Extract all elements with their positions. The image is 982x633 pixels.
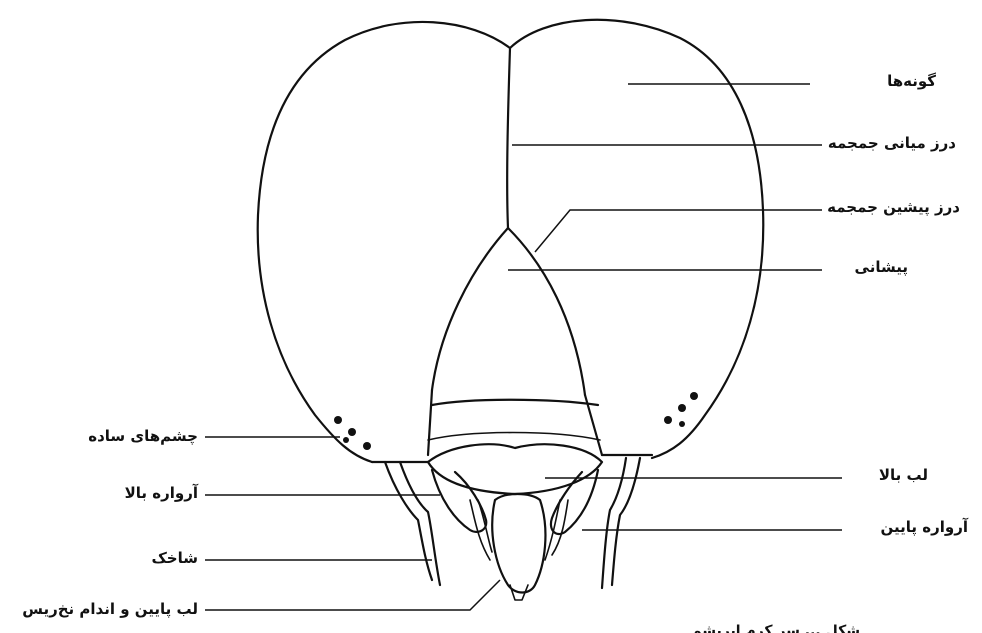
label-labrum: لب بالا: [848, 466, 928, 484]
leader-labium: [205, 580, 500, 610]
label-labium: لب پایین و اندام نخ‌ریس: [4, 600, 198, 618]
label-epicranial-suture: درز میانی جمجمه: [828, 134, 956, 152]
ocellus-right-2: [678, 404, 686, 412]
epicranial-suture-line: [507, 48, 510, 228]
ocellus-left-1: [334, 416, 342, 424]
label-frons: پیشانی: [828, 258, 908, 276]
label-cheeks: گونه‌ها: [826, 72, 936, 90]
ocellus-left-2: [348, 428, 356, 436]
ocellus-left-3: [363, 442, 371, 450]
clypeus-upper-arc: [432, 400, 598, 405]
clypeus-lower-arc: [428, 433, 600, 441]
labrum-outline: [428, 444, 602, 494]
leader-frontal-suture: [535, 210, 822, 252]
antenna-left: [385, 462, 440, 585]
labium-outline: [492, 494, 545, 593]
label-ocelli: چشم‌های ساده: [68, 427, 198, 445]
head-capsule-left-lobe: [258, 22, 510, 462]
head-capsule-right-lobe: [510, 20, 763, 458]
frons-outline: [432, 228, 585, 395]
ocellus-left-4: [343, 437, 349, 443]
ocellus-right-1: [664, 416, 672, 424]
label-frontal-suture: درز پیشین جمجمه: [826, 198, 960, 216]
label-maxilla: آرواره پایین: [848, 518, 968, 536]
figure-caption-partial: شکل ... سر کرم ابریشم: [610, 622, 860, 633]
label-mandible: آرواره بالا: [68, 484, 198, 502]
ocellus-right-3: [690, 392, 698, 400]
mandible-right: [551, 470, 598, 534]
label-antenna: شاخک: [68, 549, 198, 567]
ocellus-right-4: [679, 421, 685, 427]
